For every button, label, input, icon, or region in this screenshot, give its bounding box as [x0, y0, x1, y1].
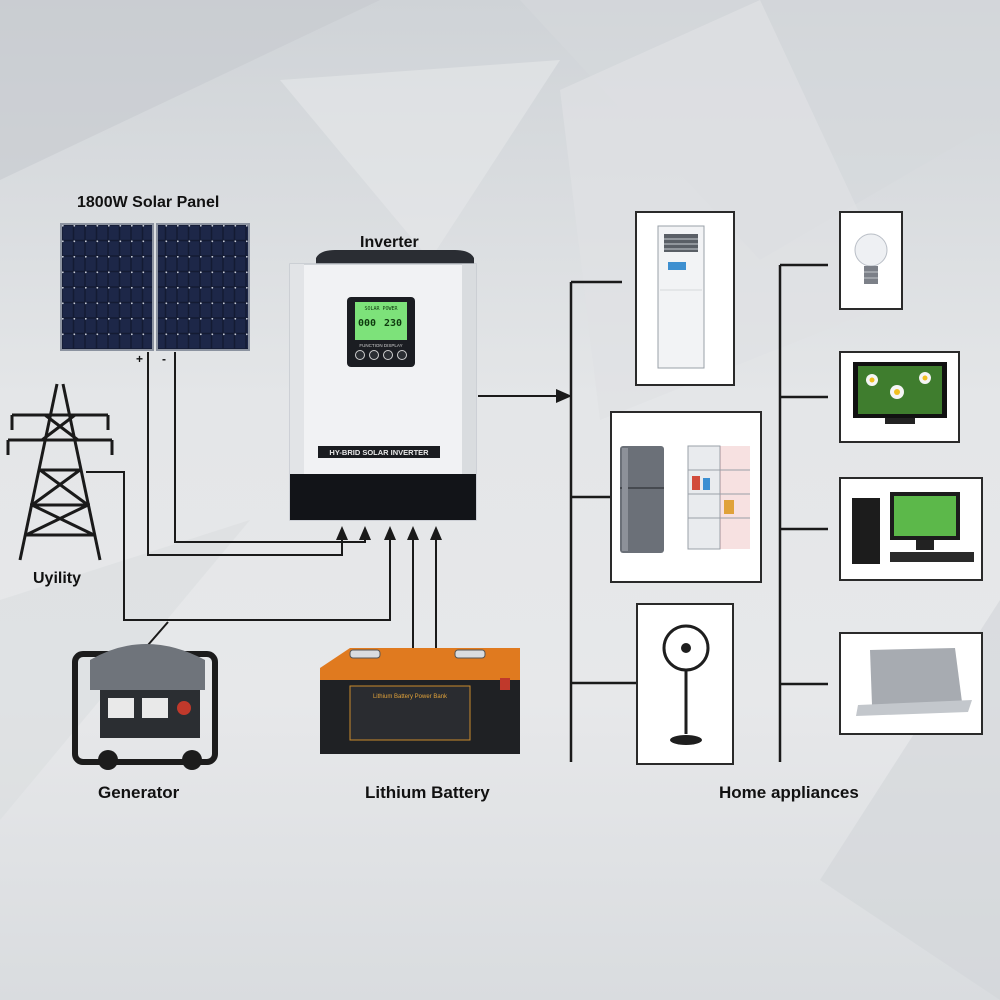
inverter-button-2	[369, 350, 379, 360]
inverter-button-3	[383, 350, 393, 360]
inverter-button-strip: FUNCTION DISPLAY	[359, 343, 402, 348]
appliance-refrigerators	[610, 411, 762, 583]
inverter-unit: HY-BRID SOLAR INVERTER SOLAR POWER 000 2…	[289, 250, 477, 521]
generator-icon	[72, 644, 218, 770]
arrow-solar-plus	[336, 526, 348, 540]
arrow-battery-1	[407, 526, 419, 540]
inverter-screen-value-left: 000	[358, 318, 376, 329]
solar-terminal-plus: +	[136, 352, 144, 366]
arrow-battery-2	[430, 526, 442, 540]
generator-wire	[147, 621, 169, 646]
solar-panel-left	[60, 223, 154, 351]
utility-tower-icon	[6, 383, 114, 561]
arrow-utility	[384, 526, 396, 540]
home-appliances-label: Home appliances	[719, 783, 859, 802]
inverter-output-arrow	[556, 389, 572, 403]
battery-wires	[412, 532, 437, 650]
utility-wire	[86, 471, 391, 621]
inverter-button-1	[355, 350, 365, 360]
solar-panel-array	[60, 223, 250, 351]
solar-panel-label: 1800W Solar Panel	[77, 194, 220, 211]
inverter-button-4	[397, 350, 407, 360]
appliance-light-bulb	[839, 211, 903, 310]
appliance-bus	[569, 263, 828, 762]
appliance-television	[839, 351, 960, 443]
battery-front-label: Lithium Battery Power Bank	[373, 694, 448, 700]
solar-panel-right	[156, 223, 250, 351]
appliance-laptop	[839, 632, 983, 735]
arrow-solar-minus	[359, 526, 371, 540]
inverter-label: Inverter	[360, 234, 419, 251]
inverter-lcd-screen	[355, 302, 407, 340]
lithium-battery-icon: Lithium Battery Power Bank	[320, 648, 520, 754]
utility-label: Uyility	[33, 570, 82, 587]
solar-terminal-minus: -	[162, 352, 166, 366]
inverter-screen-top: SOLAR POWER	[364, 306, 398, 312]
inverter-input-arrows	[336, 526, 442, 540]
generator-label: Generator	[98, 783, 180, 802]
inverter-brand-strip: HY-BRID SOLAR INVERTER	[329, 448, 429, 457]
appliance-air-conditioner	[635, 211, 735, 386]
lithium-battery-label: Lithium Battery	[365, 783, 490, 802]
appliance-fan	[636, 603, 734, 765]
inverter-screen-value-right: 230	[384, 318, 402, 329]
appliance-desktop-computer	[839, 477, 983, 581]
